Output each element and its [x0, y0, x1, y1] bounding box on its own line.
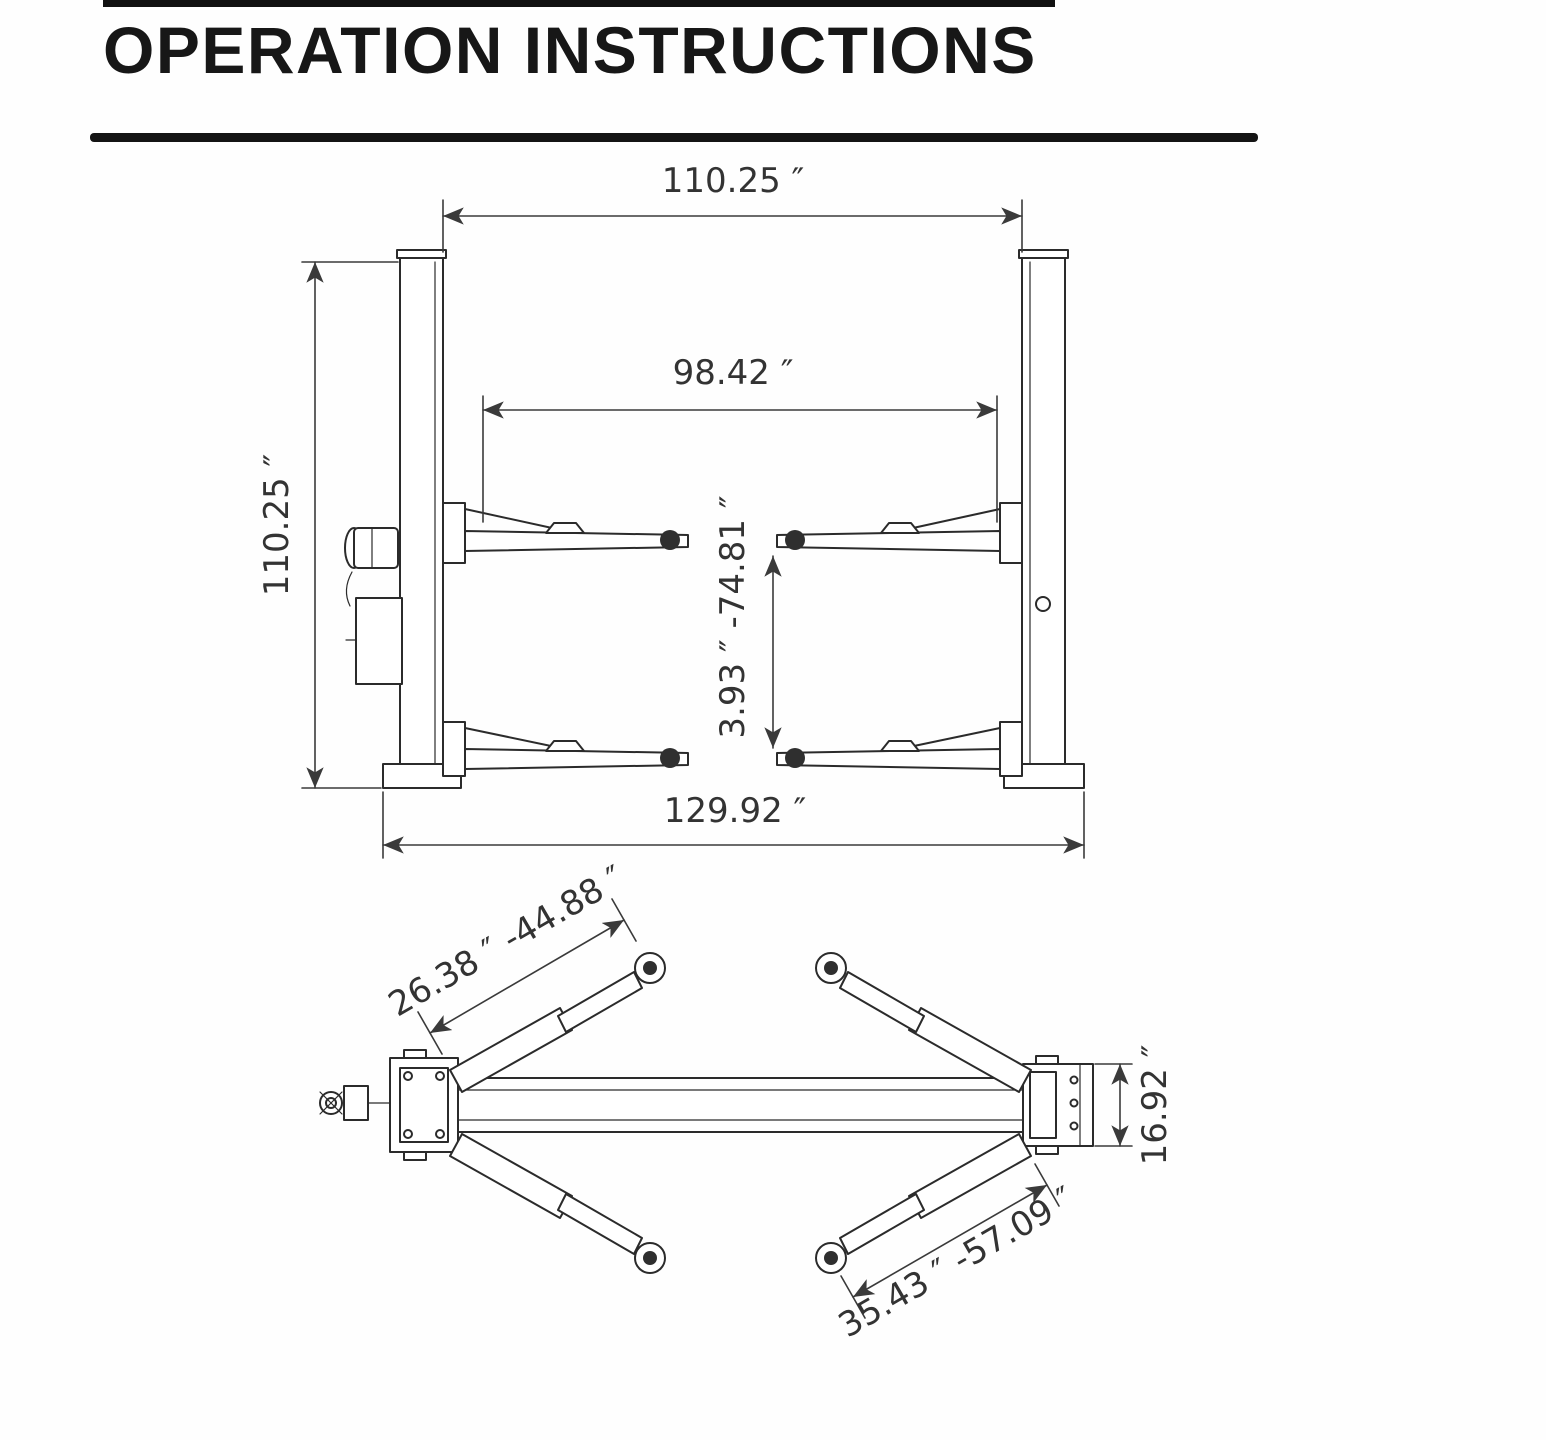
top-crop-line: [103, 0, 1055, 7]
plan-left-carriage: [389, 1049, 459, 1161]
upper-arm-left: [442, 502, 689, 564]
dim-column-height-label: 110.25 ″: [257, 454, 297, 596]
plan-arm-front-right: [815, 952, 1032, 1093]
dim-column-height: 110.25 ″: [257, 261, 399, 789]
dim-arm-span: 98.42 ″: [482, 353, 998, 523]
plan-power-unit: [319, 1085, 391, 1121]
dim-lift-range-label: 3.93 ″ -74.81 ″: [713, 495, 753, 738]
plan-crossbeam: [457, 1077, 1024, 1133]
lift-pad: [785, 748, 805, 768]
plan-view: 26.38 ″ -44.88 ″ 16.92 ″ 35.43 ″ -57.09 …: [319, 858, 1175, 1346]
dim-lift-range: 3.93 ″ -74.81 ″: [713, 495, 782, 749]
dim-rear-arm-range-label: 35.43 ″ -57.09 ″: [832, 1179, 1081, 1346]
dim-carriage-depth: 16.92 ″: [1094, 1045, 1175, 1166]
dim-arm-span-label: 98.42 ″: [673, 353, 794, 393]
dim-carriage-depth-label: 16.92 ″: [1135, 1045, 1175, 1166]
dim-base-width-label: 129.92 ″: [664, 791, 806, 831]
dim-top-width: 110.25 ″: [442, 161, 1023, 253]
lift-pad: [785, 530, 805, 550]
dim-top-width-label: 110.25 ″: [662, 161, 804, 201]
title-divider: [90, 133, 1258, 142]
lower-arm-left: [442, 721, 689, 777]
column-hole: [1035, 596, 1051, 612]
lower-arm-right: [776, 721, 1023, 777]
upper-arm-right: [776, 502, 1023, 564]
page-title: OPERATION INSTRUCTIONS: [103, 13, 1037, 87]
lift-pad: [660, 530, 680, 550]
lift-pad: [660, 748, 680, 768]
power-unit: [344, 527, 403, 685]
plan-arm-rear-left: [449, 1133, 666, 1274]
dim-base-width: 129.92 ″: [382, 791, 1085, 859]
right-column: [1003, 249, 1085, 789]
dim-front-arm-range: 26.38 ″ -44.88 ″: [382, 858, 637, 1055]
front-view: 110.25 ″ 98.42 ″ 110.25 ″ 3.93 ″ -74.81 …: [257, 161, 1085, 859]
plan-right-carriage: [1022, 1055, 1094, 1155]
left-column: [382, 249, 462, 789]
